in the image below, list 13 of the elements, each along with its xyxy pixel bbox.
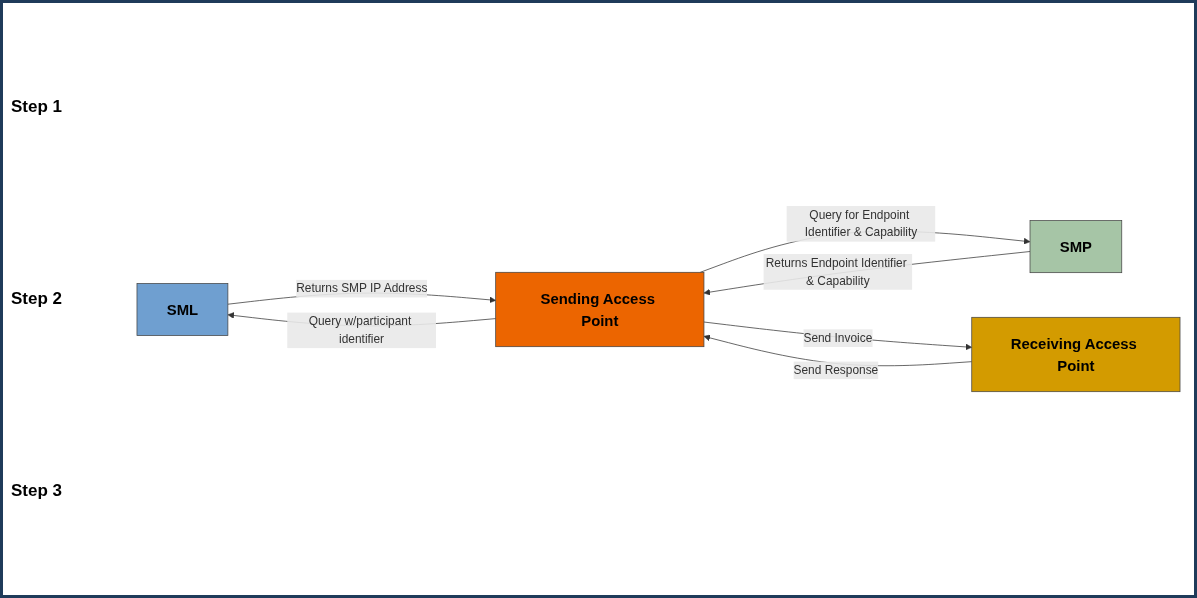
step-label: Step 2 xyxy=(11,289,64,309)
edge-label: Query for Endpoint Identifier & Capability xyxy=(804,208,918,239)
node-box: Receiving Access Point xyxy=(971,317,1181,393)
node-box: SML xyxy=(136,283,229,337)
edge-label: Send Invoice xyxy=(803,331,873,345)
node-box: Sending Access Point xyxy=(495,272,705,348)
step-label: Step 1 xyxy=(11,97,64,117)
edge-label: Send Response xyxy=(793,363,879,377)
edge-label: Returns Endpoint Identifier & Capability xyxy=(765,256,907,287)
edge-label: Returns SMP IP Address xyxy=(296,282,428,295)
edge-label: Query w/participant identifier xyxy=(308,314,412,346)
step-label: Step 3 xyxy=(11,481,64,501)
node-box: SMP xyxy=(1029,220,1123,274)
